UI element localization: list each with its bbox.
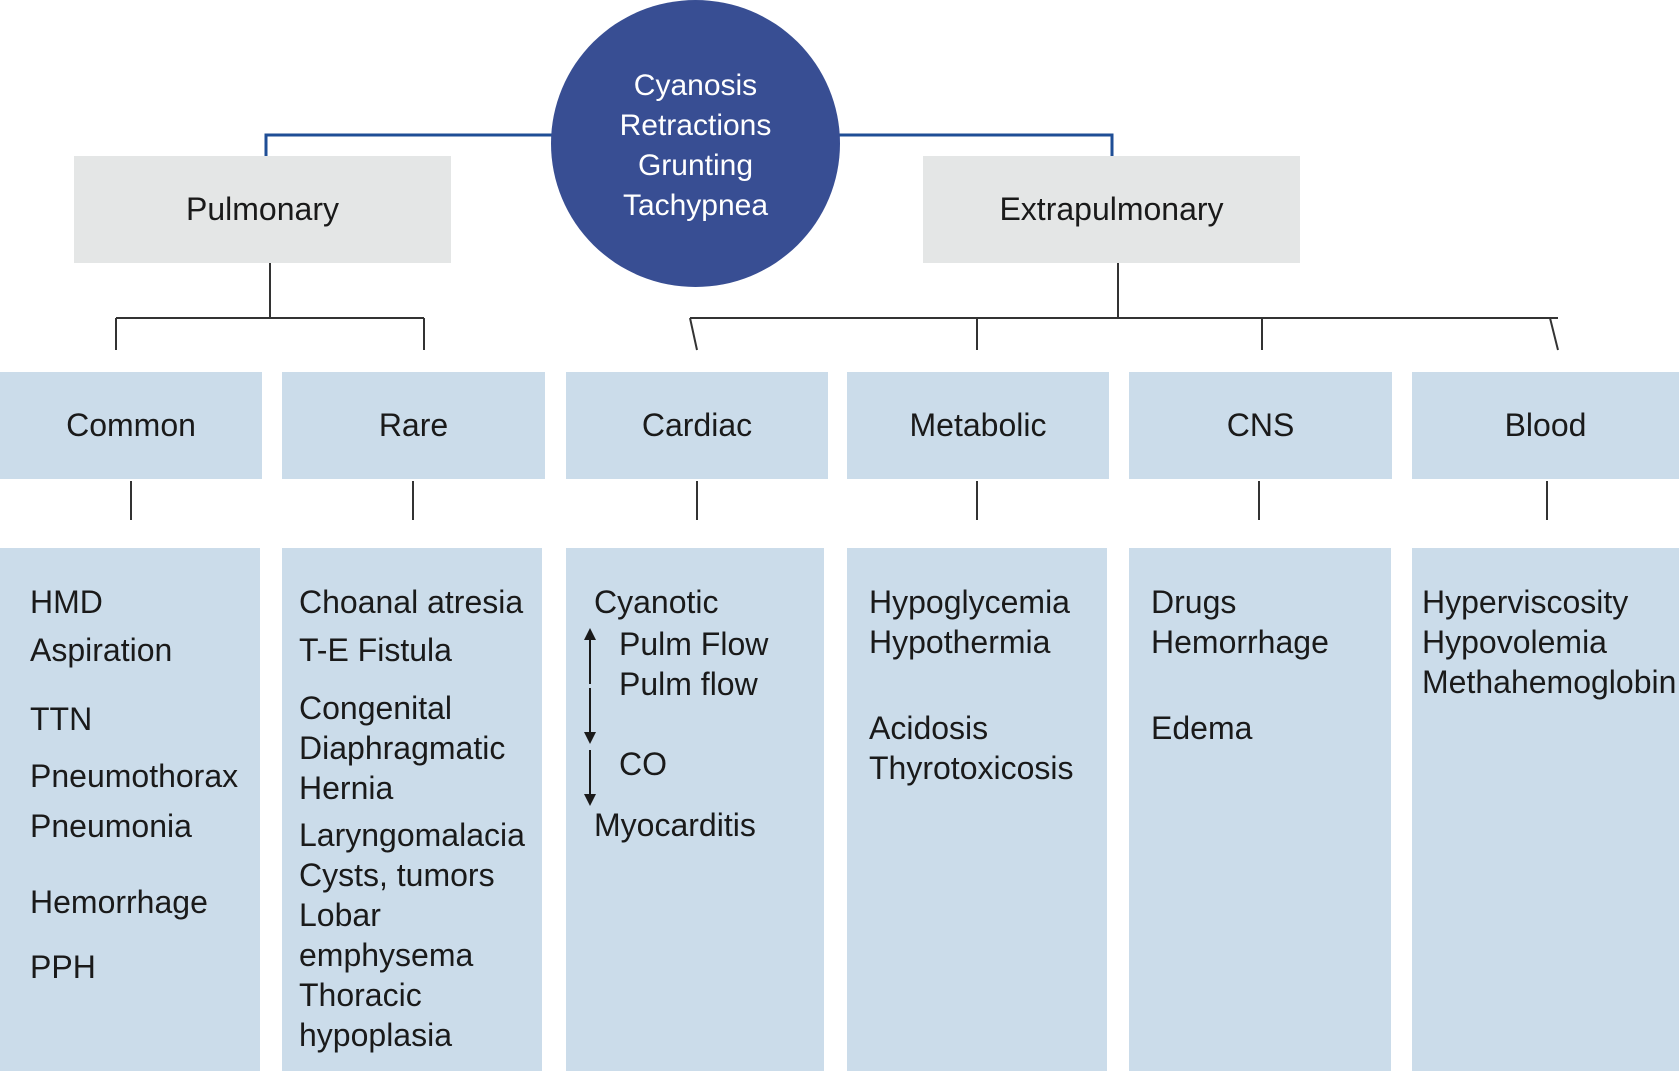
blood-label: Blood <box>1504 407 1587 443</box>
cardiac-box: Cardiac <box>566 372 828 479</box>
cause-item: Lobar <box>299 897 381 933</box>
cause-item: HMD <box>30 584 103 620</box>
cause-item: T-E Fistula <box>299 632 452 668</box>
cause-item: Hemorrhage <box>1151 624 1329 660</box>
up-arrow-icon <box>584 628 596 684</box>
blood-box: Blood <box>1412 372 1679 479</box>
cause-item: CO <box>619 746 667 782</box>
cause-item: Pulm flow <box>619 666 758 702</box>
symptom-tachypnea: Tachypnea <box>622 188 769 222</box>
cause-item: Myocarditis <box>594 807 756 843</box>
cause-item: Hypothermia <box>869 624 1051 660</box>
down-arrow-icon <box>584 750 596 806</box>
cause-item: Hypoglycemia <box>869 584 1070 620</box>
leaf-ticks <box>130 481 1548 520</box>
blood-causes-box: Hyperviscosity Hypovolemia Methahemoglob… <box>1412 548 1679 1071</box>
common-box: Common <box>0 372 262 479</box>
metabolic-causes-box: Hypoglycemia Hypothermia Acidosis Thyrot… <box>847 548 1107 1071</box>
pulmonary-connector <box>115 263 425 350</box>
cause-item: Thoracic <box>299 977 422 1013</box>
symptoms-circle: Cyanosis Retractions Grunting Tachypnea <box>551 0 840 287</box>
symptom-retractions: Retractions <box>619 108 772 142</box>
cause-item: Edema <box>1151 710 1253 746</box>
cause-item: Aspiration <box>30 632 173 668</box>
cns-causes-box: Drugs Hemorrhage Edema <box>1129 548 1391 1071</box>
extrapulmonary-box: Extrapulmonary <box>923 156 1300 263</box>
extrapulmonary-label: Extrapulmonary <box>999 191 1224 227</box>
cause-item: emphysema <box>299 937 474 973</box>
rare-box: Rare <box>282 372 545 479</box>
cause-item: Pulm Flow <box>619 626 769 662</box>
common-label: Common <box>66 407 196 443</box>
cause-item: PPH <box>30 949 96 985</box>
pulmonary-box: Pulmonary <box>74 156 451 263</box>
symptom-grunting: Grunting <box>637 148 754 182</box>
cns-label: CNS <box>1226 407 1295 443</box>
symptom-cyanosis: Cyanosis <box>633 68 758 102</box>
cause-item: Pneumonia <box>30 808 192 844</box>
cause-item: hypoplasia <box>299 1017 452 1053</box>
cardiac-label: Cardiac <box>641 407 753 443</box>
cns-box: CNS <box>1129 372 1392 479</box>
cause-item: Pneumothorax <box>30 758 239 794</box>
metabolic-box: Metabolic <box>847 372 1109 479</box>
cause-item: Congenital <box>299 690 452 726</box>
cause-item: Choanal atresia <box>299 584 524 620</box>
cause-item: Hypovolemia <box>1422 624 1607 660</box>
cause-item: Hyperviscosity <box>1422 584 1629 620</box>
rare-causes-box: Choanal atresia T-E Fistula Congenital D… <box>282 548 542 1071</box>
cause-item: Hernia <box>299 770 394 806</box>
extrapulmonary-connector <box>689 263 1559 351</box>
rare-label: Rare <box>378 407 449 443</box>
cause-item: Diaphragmatic <box>299 730 506 766</box>
cause-item: Methahemoglobin <box>1422 664 1677 700</box>
cause-item: Laryngomalacia <box>299 817 525 853</box>
cause-item: Drugs <box>1151 584 1237 620</box>
cause-item: Acidosis <box>869 710 989 746</box>
cause-item: TTN <box>30 701 93 737</box>
common-causes-box: HMD Aspiration TTN Pneumothorax Pneumoni… <box>0 548 260 1071</box>
cause-item: Cysts, tumors <box>299 857 495 893</box>
cause-item: Cyanotic <box>594 584 719 620</box>
cardiac-causes-box: Cyanotic Pulm Flow Pulm flow CO Myocardi… <box>566 548 824 1071</box>
pulmonary-label: Pulmonary <box>186 191 339 227</box>
cause-item: Thyrotoxicosis <box>869 750 1074 786</box>
cause-item: Hemorrhage <box>30 884 208 920</box>
down-arrow-icon <box>584 688 596 744</box>
metabolic-label: Metabolic <box>909 407 1047 443</box>
